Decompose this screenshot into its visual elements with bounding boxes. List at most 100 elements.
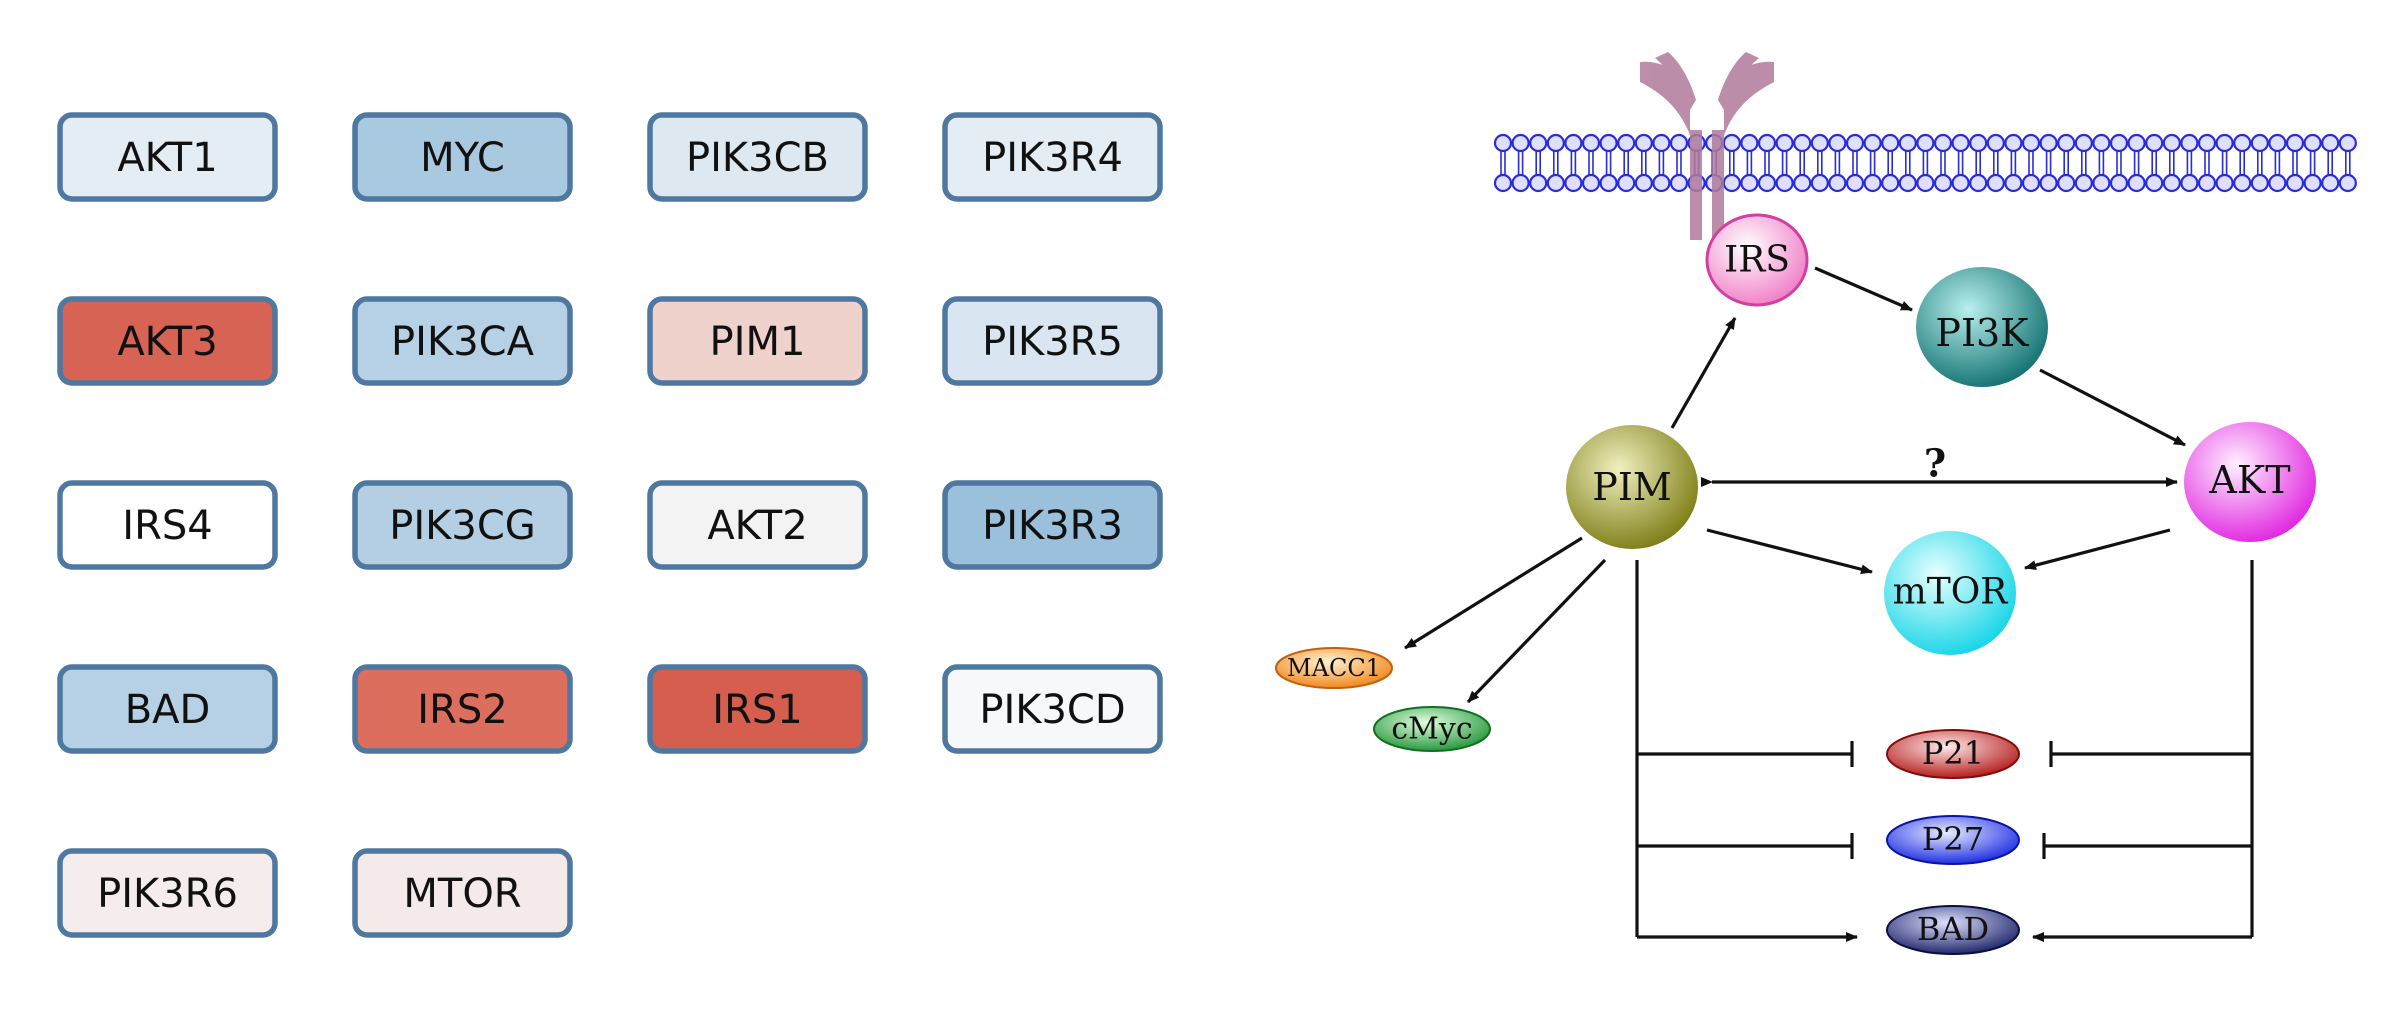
gene-tile-box [352,848,573,938]
node-p27: P27 [1886,815,2020,865]
gene-tile: PIK3CB [647,112,868,202]
gene-tile-label: MTOR [403,871,521,917]
gene-tile-box [942,296,1163,386]
lipid-head [2109,133,2129,153]
node-p21: P21 [1886,729,2020,779]
lipid-head [2074,133,2093,153]
lipid-head [1916,173,1935,193]
gene-tile: BAD [57,664,278,754]
gene-tile: AKT2 [647,480,868,570]
gene-tile-label: AKT2 [707,503,807,549]
gene-tile-label: AKT3 [117,319,217,365]
node-pim-label: PIM [1592,465,1672,509]
lipid-head [2127,173,2146,193]
gene-tile: AKT1 [57,112,278,202]
gene-tile-box [942,112,1163,202]
lipid-head [2268,133,2287,153]
lipid-head [1933,173,1953,193]
gene-tile: PIK3CG [352,480,573,570]
gene-tile-box [352,296,573,386]
lipid-head [1669,173,1689,193]
gene-tile: PIK3R6 [57,848,278,938]
lipid-head [2162,133,2181,153]
lipid-head [2145,173,2164,193]
lipid-head [1529,133,1548,153]
lipid-head [2285,173,2305,193]
lipid-head [2145,133,2164,153]
lipid-head [2162,173,2181,193]
gene-tile-label: AKT1 [117,135,217,181]
lipid-head [2039,173,2058,193]
node-akt: AKT [2184,422,2316,542]
lipid-head [1493,133,1513,153]
edge-pim-macc1 [1404,536,1583,650]
lipid-head [1863,133,1882,153]
lipid-head [1581,173,1601,193]
node-p21-label: P21 [1922,734,1984,772]
gene-tile-label: BAD [125,687,211,733]
lipid-head [2057,173,2076,193]
gene-tile-label: PIK3R4 [982,135,1123,181]
node-akt-label: AKT [2208,458,2290,502]
edge-pim-cmyc [1466,558,1607,704]
gene-tile-label: IRS2 [417,687,507,733]
lipid-head [1511,133,1530,153]
lipid-head [1828,133,1847,153]
lipid-head [1529,173,1548,193]
lipid-head [1599,173,1618,193]
lipid-head [1581,133,1601,153]
gene-tile: IRS1 [647,664,868,754]
lipid-head [2233,173,2252,193]
node-irs-label: IRS [1724,240,1790,281]
lipid-head [1740,173,1759,193]
gene-tile-box [352,480,573,570]
gene-tile: IRS2 [352,664,573,754]
lipid-head [2074,173,2093,193]
lipid-head [2004,133,2023,153]
lipid-head [2197,173,2217,193]
gene-tile: PIK3R5 [942,296,1163,386]
unknown-link-label: ? [1924,441,1946,486]
gene-tile: MTOR [352,848,573,938]
lipid-head [1916,133,1935,153]
lipid-head [1617,133,1636,153]
lipid-head [1933,133,1953,153]
gene-tile-box [57,480,278,570]
lipid-head [2021,133,2041,153]
edge-irs-pi3k [1814,266,1913,312]
lipid-head [2109,173,2129,193]
lipid-head [1951,173,1970,193]
lipid-head [1810,173,1829,193]
lipid-head [2250,133,2269,153]
receptor-icon [1640,52,1774,240]
gene-tile: MYC [352,112,573,202]
lipid-head [1775,173,1794,193]
lipid-head [1757,173,1777,193]
lipid-head [1564,133,1583,153]
lipid-head [2321,173,2340,193]
lipid-head [1969,133,1988,153]
gene-tile-label: IRS4 [122,503,212,549]
gene-tile-label: PIK3R3 [982,503,1123,549]
lipid-head [1652,173,1671,193]
gene-tile-label: PIK3R6 [97,871,238,917]
gene-tile-label: PIK3CB [686,135,829,181]
lipid-head [1652,133,1671,153]
lipid-head [1546,133,1565,153]
lipid-head [1969,173,1988,193]
lipid-head [2250,173,2269,193]
lipid-head [1722,133,1741,153]
node-macc1: MACC1 [1275,647,1393,689]
edge-pim-mtor [1706,528,1873,575]
pathway-edges [1404,266,2254,942]
lipid-head [1898,173,1917,193]
node-mtor-label: mTOR [1893,572,2009,613]
lipid-head [1951,133,1970,153]
lipid-head [1564,173,1583,193]
lipid-head [2039,133,2058,153]
gene-tile-label: PIK3CA [391,319,535,365]
lipid-head [1493,173,1513,193]
lipid-head [1617,173,1636,193]
lipid-head [1845,133,1865,153]
gene-tile: PIK3CD [942,664,1163,754]
